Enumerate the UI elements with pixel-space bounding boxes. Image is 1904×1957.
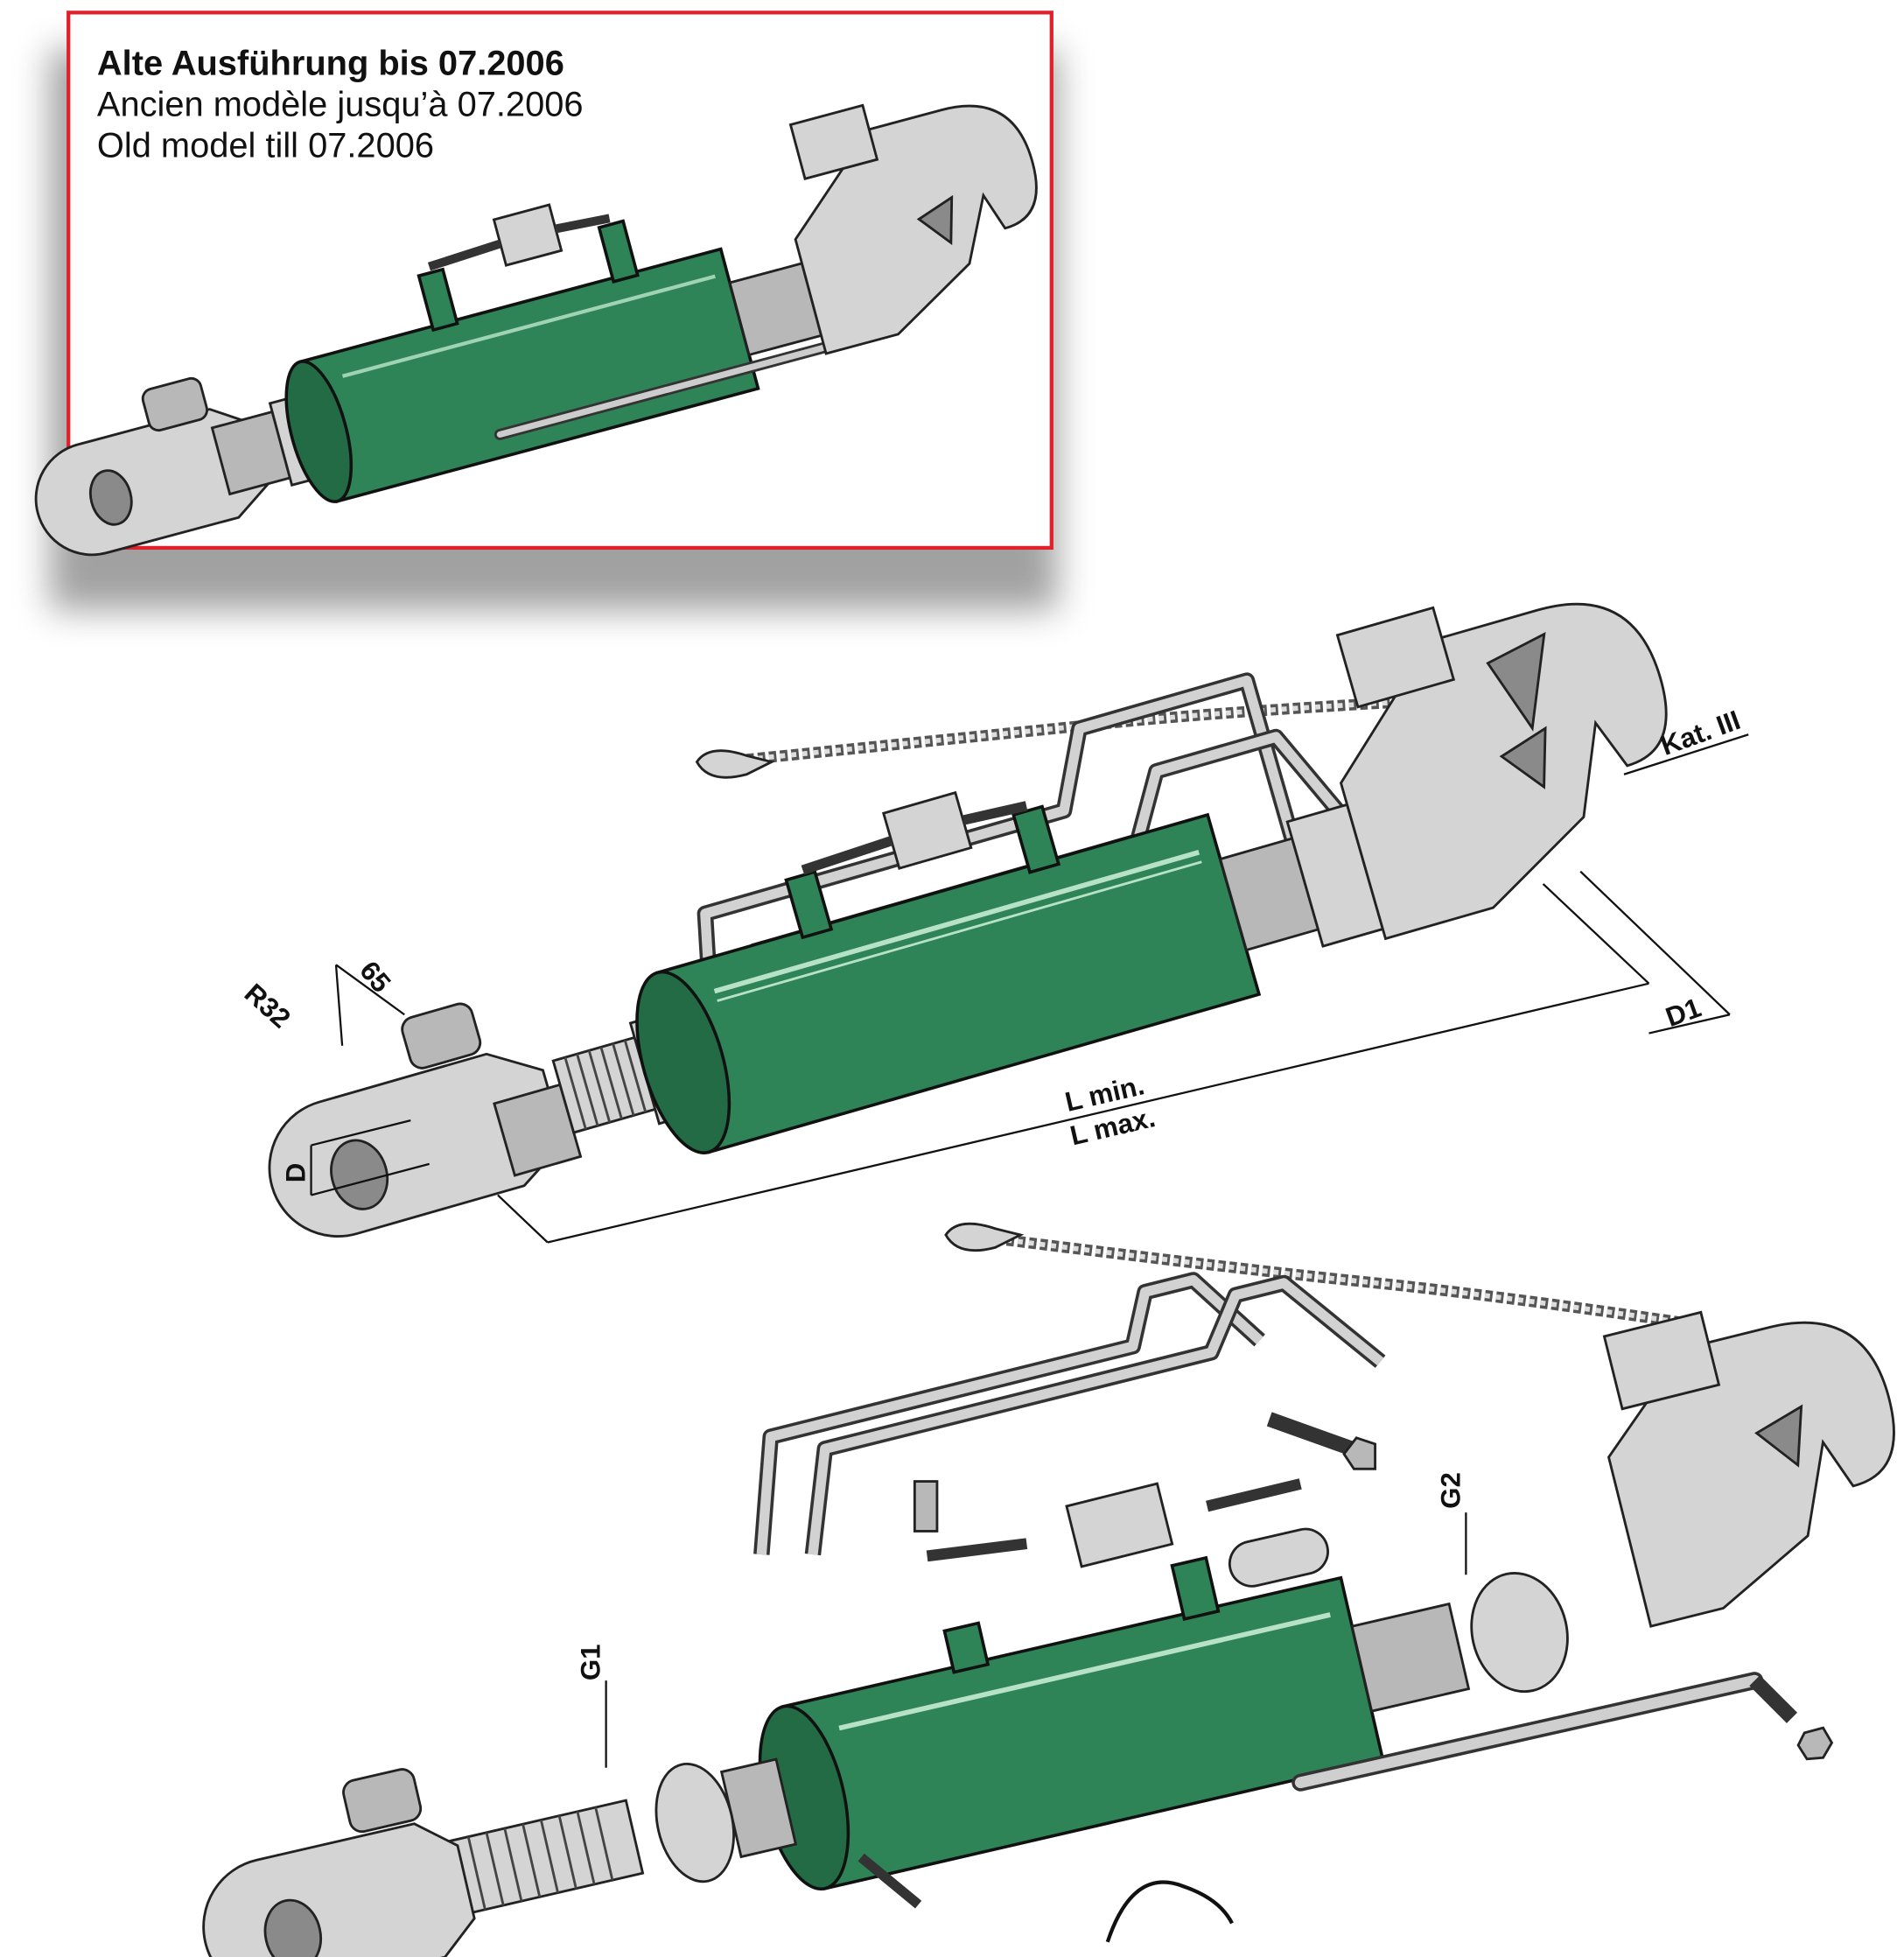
- dim-g2: G2: [1435, 1472, 1466, 1509]
- old-valve-block: [492, 203, 564, 267]
- old-latch: [788, 103, 879, 181]
- dim-d: D: [280, 1163, 311, 1183]
- valve-block: [881, 790, 973, 870]
- coupler-latch[interactable]: [1335, 606, 1456, 709]
- dim-r32: R32: [239, 978, 297, 1034]
- dim-g1: G1: [576, 1644, 606, 1680]
- inset-title-en: Old model till 07.2006: [97, 126, 434, 165]
- exploded-snap-hook: [944, 1222, 1025, 1252]
- exploded-latch: [1602, 1310, 1721, 1411]
- old-locking-pin: [141, 376, 208, 432]
- hex-nut: [1796, 1726, 1834, 1761]
- old-hook: [794, 104, 1038, 355]
- bolt-head: [1342, 1436, 1376, 1470]
- exploded-valve-block: [1065, 1482, 1174, 1568]
- old-top-link: [34, 103, 1038, 557]
- exploded-view: G1 G2: [202, 1222, 1895, 1957]
- old-port-right: [597, 219, 640, 284]
- handle-bracket: [1228, 1527, 1329, 1588]
- old-port-left: [416, 267, 459, 333]
- banjo-bolt: [913, 1480, 939, 1533]
- inset-title-de: Alte Ausführung bis 07.2006: [97, 44, 564, 82]
- old-cylinder-end: [284, 360, 354, 503]
- exploded-rod-thread: [1350, 1602, 1471, 1713]
- hydraulic-port-left: [784, 869, 834, 940]
- dimension-lines: [310, 733, 1749, 1244]
- old-ball-hole: [88, 469, 133, 526]
- assembled-top-link: R32 65 D L min. L max. Kat. III D1: [239, 602, 1749, 1244]
- exploded-lock-nut: [654, 1762, 735, 1883]
- exploded-port-right: [1170, 1555, 1221, 1621]
- exploded-hook: [1606, 1321, 1895, 1628]
- dim-kat-iii: Kat. III: [1656, 705, 1744, 761]
- locking-rod: [1294, 1674, 1760, 1789]
- cylinder-end-cap: [635, 970, 732, 1154]
- coupler-socket: [1470, 1572, 1569, 1694]
- cord: [1105, 1880, 1234, 1943]
- snap-hook-left: [695, 749, 775, 779]
- locking-pin[interactable]: [399, 1001, 483, 1071]
- old-ball-end: [34, 408, 270, 557]
- dim-65: 65: [354, 955, 396, 998]
- old-model-inset: Alte Ausführung bis 07.2006 Ancien modèl…: [34, 11, 1058, 611]
- exploded-dimension-lines: [605, 1512, 1467, 1768]
- inset-title-fr: Ancien modèle jusqu’à 07.2006: [97, 85, 584, 123]
- hydraulic-port-right: [1012, 804, 1061, 874]
- exploded-port-left: [942, 1621, 990, 1674]
- ball-end-hole: [330, 1139, 389, 1210]
- exploded-handle-bar: [756, 1274, 1264, 1555]
- handle-bar[interactable]: [661, 675, 1304, 1029]
- exploded-locking-pin: [342, 1768, 423, 1834]
- dim-d1: D1: [1662, 992, 1705, 1033]
- exploded-ball-end: [202, 1822, 476, 1957]
